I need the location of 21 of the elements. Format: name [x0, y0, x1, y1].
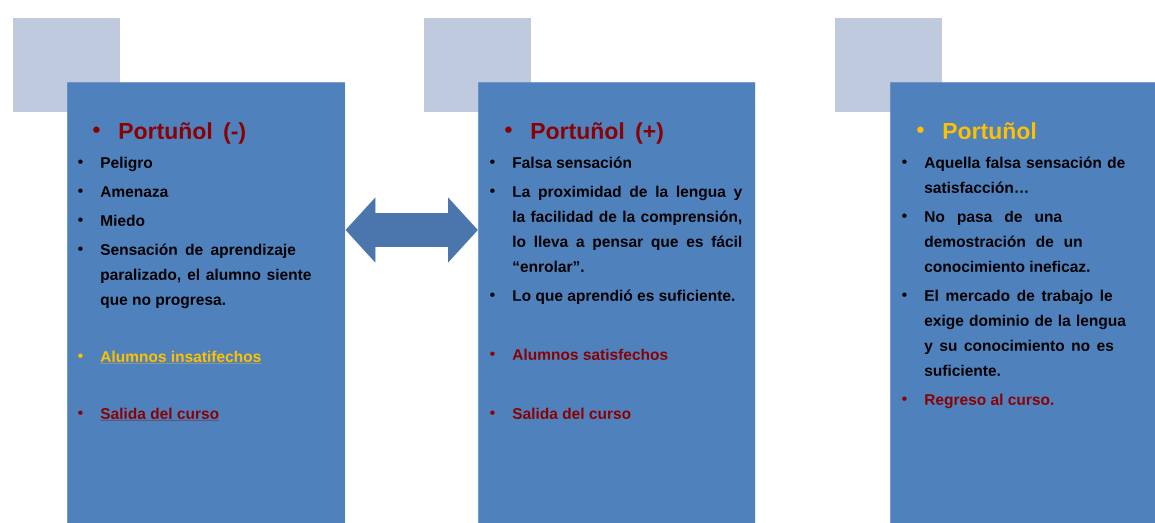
list-item: Sensación de aprendizaje paralizado, el alumno siente que no progresa.: [100, 243, 311, 309]
heading: Portuñol (-): [119, 122, 245, 144]
panel: [67, 82, 346, 523]
list-item: Lo que aprendió es suficiente.: [513, 289, 735, 305]
heading: Portuñol: [943, 122, 1036, 140]
list-item: Falsa sensación: [513, 156, 631, 169]
list-item: No pasa de una demostración de un conocimiento ineficaz.: [924, 210, 1090, 273]
list-item: Alumnos satisfechos: [512, 348, 668, 361]
list-item: Salida del curso: [100, 407, 220, 421]
list-item: Aquella falsa sensación de satisfacción…: [924, 156, 1125, 194]
list-item: Salida del curso: [512, 407, 631, 420]
list-item: Alumnos insatifechos: [100, 350, 262, 364]
list-item: La proximidad de la lengua y la facilidad de la comprensión, lo lleva a pensar que es fácil “enrolar”.: [513, 185, 743, 273]
list-item: Amenaza: [100, 186, 169, 198]
list-item: Miedo: [101, 214, 145, 227]
list-item: Regreso al curso.: [925, 393, 1054, 409]
panel: [890, 82, 1155, 523]
list-item: El mercado de trabajo le exige dominio de la lengua y su conocimiento no es suficiente.: [924, 289, 1126, 377]
list-item: Peligro: [101, 156, 153, 172]
heading: Portuñol (+): [531, 122, 663, 144]
panel: [478, 82, 756, 523]
